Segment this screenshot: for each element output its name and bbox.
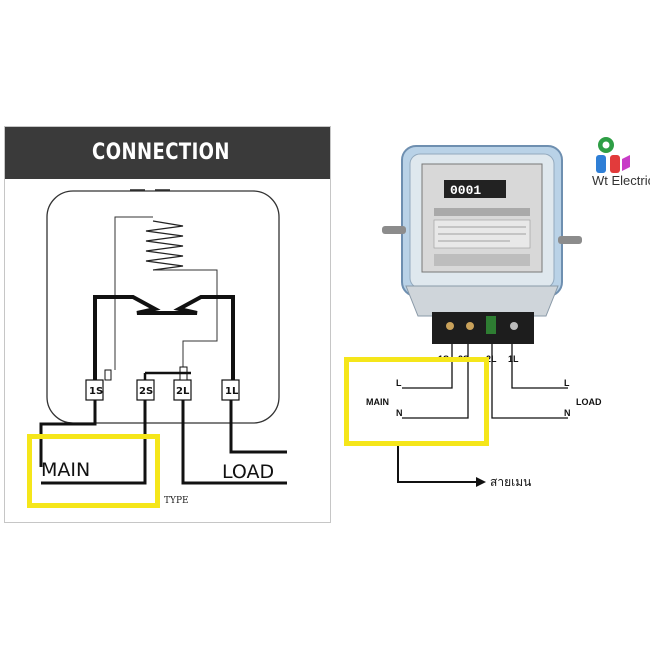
mounting-ear-left — [382, 226, 406, 234]
meter-load-label: LOAD — [576, 397, 602, 407]
terminal-label-1l: 1L — [225, 386, 239, 397]
meter-enclosure — [46, 190, 280, 424]
green-wire-stub — [486, 316, 496, 334]
counter-digits: 0001 — [450, 183, 481, 198]
main-highlight-left — [27, 434, 160, 508]
wrench-icon — [596, 155, 606, 173]
title-bar: CONNECTION DIAGRAMS — [5, 127, 330, 217]
meter-terminal-label-1l: 1L — [508, 354, 519, 364]
main-neutral-wire — [41, 400, 147, 485]
main-l-label: L — [396, 378, 402, 388]
terminal-label-2s: 2S — [139, 386, 153, 397]
connection-diagram-panel: CONNECTION DIAGRAMS 1S 2S 2L 1L — [4, 126, 331, 523]
load-n-label: N — [564, 408, 571, 418]
meter-main-label: MAIN — [366, 397, 389, 407]
terminal-label-2l: 2L — [176, 386, 190, 397]
brand-name: Wt Electric — [592, 173, 650, 188]
terminal-screw-4 — [510, 322, 518, 330]
terminal-label-1s: 1S — [89, 386, 103, 397]
screwdriver-icon — [610, 155, 620, 173]
gear-hole — [602, 141, 610, 149]
main-n-label: N — [396, 408, 403, 418]
meter-disk-area — [434, 254, 530, 266]
gear-and-tools-logo-icon — [596, 137, 630, 173]
load-line-wire — [229, 400, 287, 454]
load-l-label: L — [564, 378, 570, 388]
main-label: MAIN — [41, 459, 90, 481]
type-text: TYPE — [164, 496, 189, 506]
load-label: LOAD — [222, 461, 274, 483]
wiring-diagram: 1S 2S 2L 1L MAIN LOAD TYPE — [39, 189, 287, 506]
arrow-head-icon — [476, 477, 486, 487]
terminal-screw-2 — [466, 322, 474, 330]
load-neutral-wire — [181, 400, 287, 485]
terminal-screw-1 — [446, 322, 454, 330]
nameplate-band — [434, 208, 530, 216]
plug-icon — [622, 155, 630, 171]
load-n-wire — [491, 344, 568, 419]
coil-lead-right — [153, 269, 218, 367]
mounting-ear-right — [558, 236, 582, 244]
voltage-coil — [145, 220, 184, 271]
main-cable-label: สายเมน — [490, 475, 531, 489]
counter-window — [444, 180, 506, 198]
main-highlight-right — [344, 357, 489, 446]
main-arrow-line — [397, 442, 476, 483]
terminal-block: 1S 2S 2L 1L — [85, 379, 240, 401]
main-line-wire — [39, 400, 97, 467]
coil-lead-left — [114, 216, 153, 267]
terminal-tab-1s — [104, 369, 112, 381]
meter-base — [405, 285, 559, 317]
diagram-title: CONNECTION DIAGRAMS — [92, 140, 230, 217]
meter-wiring-photo: 0001 1S 2S 2L 1L L N L N MAIN LOAD สายเม… — [366, 145, 602, 489]
load-l-wire — [511, 344, 568, 389]
main-n-wire — [402, 344, 469, 419]
current-coil — [93, 295, 235, 381]
